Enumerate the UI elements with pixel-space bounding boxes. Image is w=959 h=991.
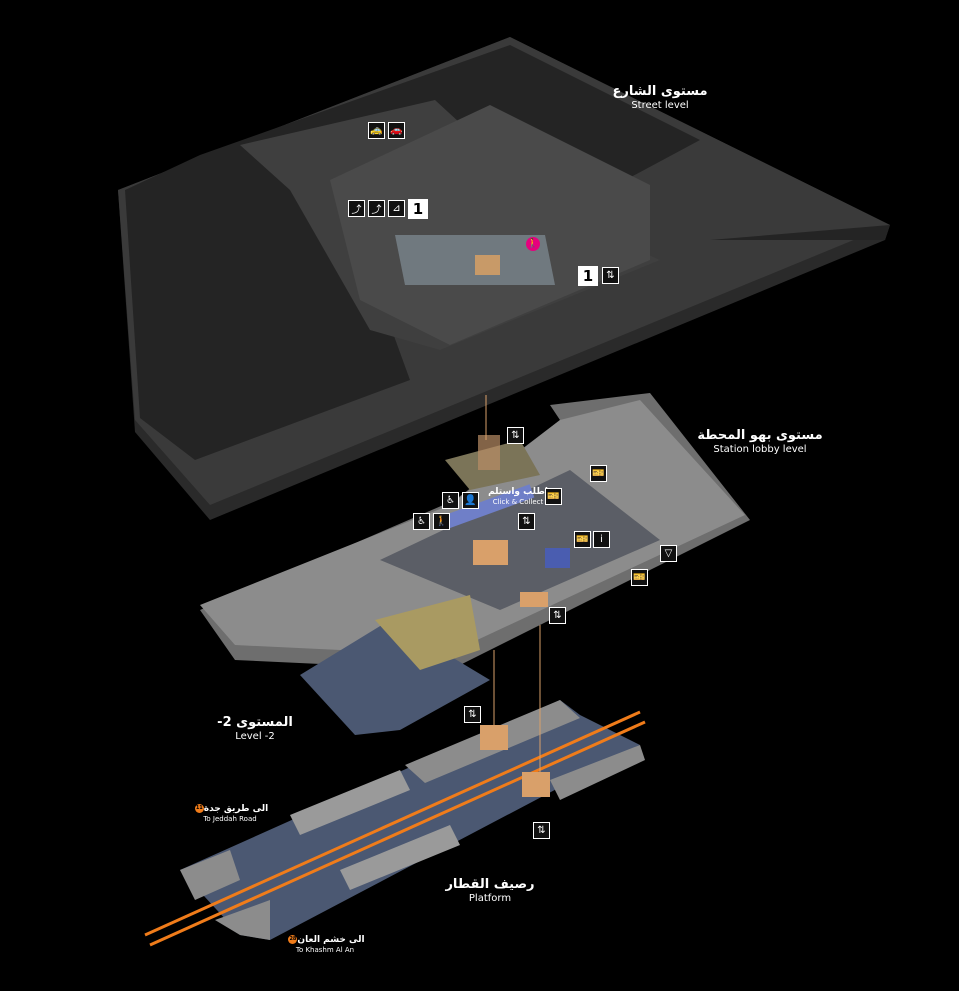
- entrance-number-a: 1: [408, 199, 428, 219]
- security-gate-icon: ▽: [660, 545, 677, 562]
- escalator-icon: ⤴: [348, 200, 365, 217]
- line-badge: 11: [194, 804, 204, 813]
- platform-label: رصيف القطار Platform: [440, 877, 540, 905]
- wheelchair-icon: ♿: [413, 513, 430, 530]
- platform-level: [144, 395, 646, 947]
- direction-khashm-ar: الى خشم العان: [297, 935, 365, 945]
- direction-khashm: الى خشم العان28 To Khashm Al An: [280, 935, 370, 954]
- lobby-level-en: Station lobby level: [713, 443, 807, 455]
- taxi-icon: 🚕: [368, 122, 385, 139]
- street-level-label: مستوى الشارع Street level: [600, 84, 720, 112]
- elevator-icon: ⇅: [549, 607, 566, 624]
- escalator-down-icon: ⤴: [368, 200, 385, 217]
- elevator-shaft: [475, 255, 500, 275]
- direction-jeddah: الى طريق جدة11 To Jeddah Road: [185, 804, 275, 823]
- men-icon: 🚶: [433, 513, 450, 530]
- elevator-icon: ⇅: [464, 706, 481, 723]
- platform-en: Platform: [468, 892, 512, 904]
- click-collect-icon: 🎫: [545, 488, 562, 505]
- direction-jeddah-en: To Jeddah Road: [203, 814, 257, 823]
- level-minus2-floor: [300, 592, 548, 735]
- info-icon: i: [593, 531, 610, 548]
- level-minus2-label: المستوى 2- Level -2: [205, 715, 305, 743]
- elevator-icon: ⇅: [507, 427, 524, 444]
- wheelchair-icon: ♿: [442, 492, 459, 509]
- line-badge: 28: [288, 935, 298, 944]
- level-minus2-ar: المستوى 2-: [217, 715, 293, 730]
- pedestrian-location-icon: 🚶: [526, 237, 540, 251]
- lobby-level-slab: [200, 393, 750, 670]
- lobby-level-ar: مستوى بهو المحطة: [697, 428, 823, 443]
- street-level-en: Street level: [631, 99, 689, 111]
- ticket-machine-icon: 🎫: [631, 569, 648, 586]
- street-level-ar: مستوى الشارع: [612, 84, 708, 99]
- direction-khashm-en: To Khashm Al An: [295, 945, 355, 954]
- car-icon: 🚗: [388, 122, 405, 139]
- elevator-icon: ⇅: [518, 513, 535, 530]
- lobby-level-label: مستوى بهو المحطة Station lobby level: [690, 428, 830, 456]
- click-collect-label: اطلب واستلم Click & Collect: [478, 487, 558, 506]
- ticket-machine-icon: 🎫: [590, 465, 607, 482]
- ticket-machine-icon: 🎫: [574, 531, 591, 548]
- click-collect-ar: اطلب واستلم: [488, 487, 548, 497]
- elevator-icon: ⇅: [533, 822, 550, 839]
- platform-ar: رصيف القطار: [445, 877, 535, 892]
- entrance-number-b: 1: [578, 266, 598, 286]
- women-icon: 👤: [462, 492, 479, 509]
- street-level-slab: [118, 37, 890, 520]
- stairs-icon: ⊿: [388, 200, 405, 217]
- direction-jeddah-ar: الى طريق جدة: [203, 804, 269, 814]
- click-collect-en: Click & Collect: [492, 497, 544, 506]
- level-minus2-en: Level -2: [235, 730, 275, 742]
- elevator-icon: ⇅: [602, 267, 619, 284]
